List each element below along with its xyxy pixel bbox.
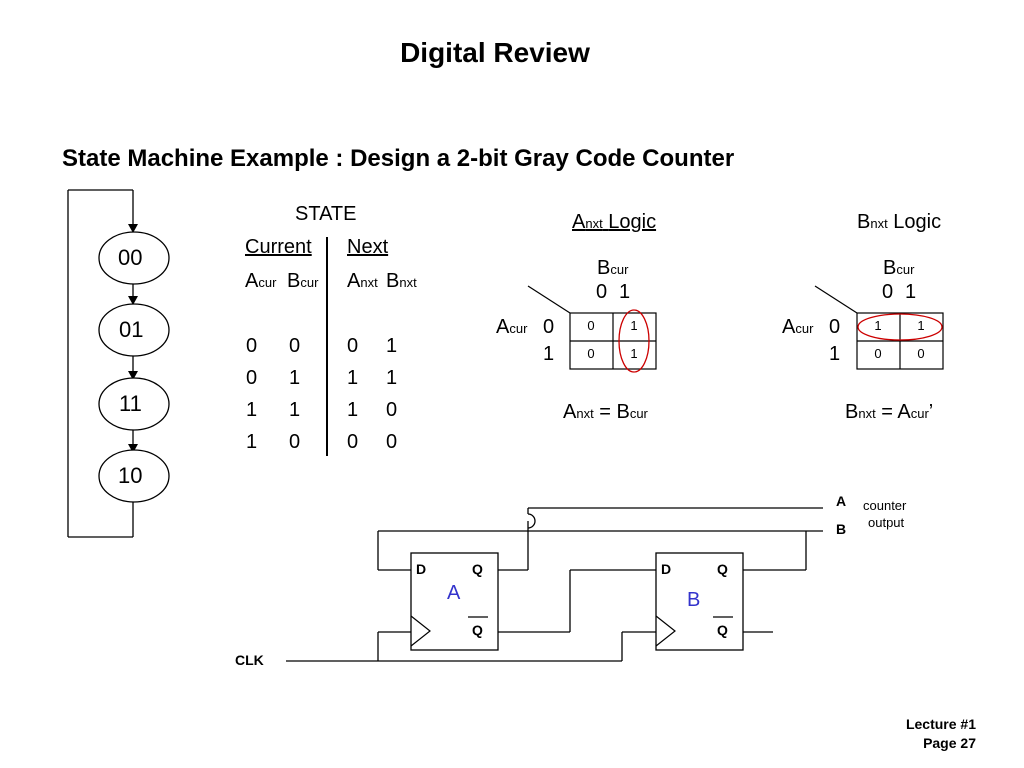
ff-a-qbar-label: Q [472, 622, 483, 638]
state-11-oval [98, 377, 170, 431]
kmap-a-col-var: Bcur [597, 257, 629, 279]
kmap-b-col-val-0: 0 [882, 281, 894, 303]
table-cell: 0 [246, 335, 258, 357]
kmap-b-row-val-1: 1 [829, 343, 841, 365]
state-11-label: 11 [119, 391, 142, 416]
ff-b-qbar-label: Q [717, 622, 728, 638]
kmap-a-cell: 0 [587, 318, 595, 333]
counter-output-label-2: output [868, 515, 905, 530]
ff-b-q-label: Q [717, 561, 728, 577]
state-table-header: STATE [295, 203, 357, 225]
table-cell: 0 [246, 367, 258, 389]
ff-a-q-label: Q [472, 561, 483, 577]
kmap-b-group-circle [857, 313, 943, 341]
kmap-b-cell: 1 [917, 318, 925, 333]
nxt-a-heading: Anxt [347, 270, 378, 292]
table-cell: 1 [347, 399, 359, 421]
state-01-label: 01 [119, 317, 144, 342]
kmap-b-row-val-0: 0 [829, 316, 841, 338]
ff-b-name: B [687, 589, 701, 611]
kmap-a-title: Anxt Logic [572, 211, 657, 233]
kmap-a-col-val-1: 1 [619, 281, 631, 303]
table-cell: 0 [347, 431, 359, 453]
output-a-label: A [836, 493, 847, 509]
cur-b-heading: Bcur [287, 270, 319, 292]
table-cell: 1 [246, 431, 258, 453]
kmap-a-col-val-0: 0 [596, 281, 608, 303]
table-cell: 0 [386, 431, 398, 453]
state-loop [67, 189, 134, 538]
counter-output-label-1: counter [863, 498, 907, 513]
nxt-b-heading: Bnxt [386, 270, 417, 292]
slide-title: Digital Review [400, 37, 590, 68]
footer-page: Page 27 [923, 735, 976, 751]
kmap-b-grid [814, 285, 944, 370]
table-cell: 1 [386, 335, 398, 357]
kmap-a-equation: Anxt = Bcur [563, 401, 648, 423]
table-cell: 1 [289, 367, 301, 389]
kmap-b-title: Bnxt Logic [857, 211, 942, 233]
kmap-a-row-val-1: 1 [543, 343, 555, 365]
current-label: Current [245, 236, 312, 258]
kmap-b-cell: 0 [874, 346, 882, 361]
state-ovals [98, 231, 170, 503]
circuit-wires [286, 507, 823, 662]
state-00-oval [98, 231, 170, 285]
footer-lecture: Lecture #1 [905, 716, 976, 732]
kmap-a-row-var: Acur [496, 316, 528, 338]
ff-a-d-label: D [416, 561, 427, 577]
clk-label: CLK [235, 652, 264, 668]
kmap-b-col-val-1: 1 [905, 281, 917, 303]
state-arrowheads [128, 224, 138, 453]
kmap-a-group-circle [618, 309, 650, 373]
state-01-oval [98, 303, 170, 357]
kmap-a-grid [527, 285, 657, 370]
kmap-a-cell: 1 [630, 346, 638, 361]
kmap-b-cell: 1 [874, 318, 882, 333]
output-b-label: B [836, 521, 847, 537]
table-cell: 1 [246, 399, 258, 421]
table-cell: 0 [289, 431, 301, 453]
table-cell: 1 [289, 399, 301, 421]
kmap-b-row-var: Acur [782, 316, 814, 338]
table-cell: 1 [386, 367, 398, 389]
kmap-a-row-val-0: 0 [543, 316, 555, 338]
table-cell: 0 [347, 335, 359, 357]
kmap-b-equation: Bnxt = Acur’ [845, 401, 934, 423]
table-cell: 0 [386, 399, 398, 421]
state-10-label: 10 [118, 463, 143, 488]
cur-a-heading: Acur [245, 270, 277, 292]
kmap-a-cell: 0 [587, 346, 595, 361]
kmap-b-cell: 0 [917, 346, 925, 361]
clock-triangles [410, 615, 676, 647]
state-00-label: 00 [118, 245, 143, 270]
state-10-oval [98, 449, 170, 503]
table-cell: 0 [289, 335, 301, 357]
table-cell: 1 [347, 367, 359, 389]
next-label: Next [347, 236, 389, 258]
kmap-b-col-var: Bcur [883, 257, 915, 279]
slide-subtitle: State Machine Example : Design a 2-bit G… [62, 145, 735, 172]
kmap-a-cell: 1 [630, 318, 638, 333]
ff-b-d-label: D [661, 561, 672, 577]
ff-a-name: A [447, 582, 461, 604]
